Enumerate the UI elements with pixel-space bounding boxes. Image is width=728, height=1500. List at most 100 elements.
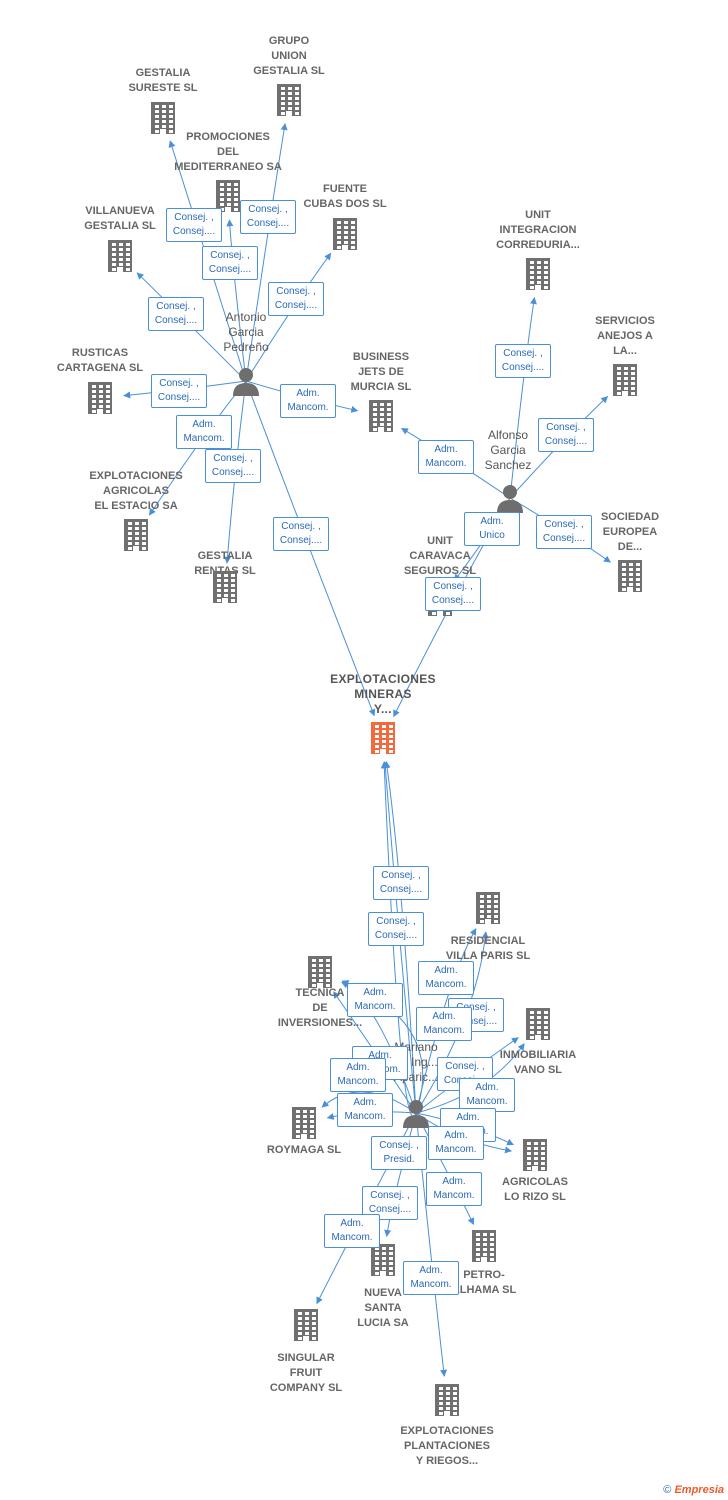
edge-line [245,122,288,382]
company-label[interactable]: UNIT CARAVACA SEGUROS SL [375,534,505,579]
role-badge[interactable]: Adm. Mancom. [426,1172,482,1206]
company-node[interactable] [318,1243,448,1277]
role-badge[interactable]: Consej. , Consej.... [240,200,296,234]
company-node[interactable] [316,399,446,433]
role-badge[interactable]: Consej. , Consej.... [268,282,324,316]
building-icon [618,560,642,592]
company-name: GRUPO UNION GESTALIA SL [253,35,325,77]
building-icon [88,382,112,414]
company-name: FUENTE CUBAS DOS SL [303,183,387,210]
role-badge[interactable]: Adm. Mancom. [403,1261,459,1295]
role-badge[interactable]: Consej. , Consej.... [202,246,258,280]
building-icon [526,1008,550,1040]
edge-line [321,1091,417,1114]
company-node[interactable] [470,1138,600,1172]
footer-brand[interactable]: © Empresia [663,1484,724,1496]
center-building-icon [371,722,395,754]
company-name: PROMOCIONES DEL MEDITERRANEO SA [174,131,282,173]
role-badge[interactable]: Adm. Unico [464,512,520,546]
company-label[interactable]: EXPLOTACIONES AGRICOLAS EL ESTACIO SA [71,469,201,514]
role-badge[interactable]: Adm. Mancom. [459,1078,515,1112]
company-label[interactable]: PROMOCIONES DEL MEDITERRANEO SA [163,130,293,175]
company-node[interactable] [280,217,410,251]
building-icon [369,400,393,432]
role-badge[interactable]: Adm. Mancom. [330,1058,386,1092]
role-badge[interactable]: Adm. Mancom. [324,1214,380,1248]
role-badge[interactable]: Consej. , Consej.... [425,577,481,611]
person-node[interactable] [445,483,575,513]
company-label[interactable]: INMOBILIARIA VANO SL [473,1048,603,1078]
person-node[interactable] [351,1098,481,1128]
company-node[interactable] [565,559,695,593]
company-label[interactable]: NUEVA SANTA LUCIA SA [318,1286,448,1331]
role-badge[interactable]: Consej. , Consej.... [151,374,207,408]
role-badge[interactable]: Consej. , Consej.... [495,344,551,378]
role-badge[interactable]: Adm. Mancom. [418,961,474,995]
role-badge[interactable]: Consej. , Consej.... [148,297,204,331]
role-badge[interactable]: Consej. , Consej.... [273,517,329,551]
company-label[interactable]: ROYMAGA SL [239,1143,369,1158]
role-badge[interactable]: Adm. Mancom. [416,1007,472,1041]
building-icon [308,956,332,988]
role-badge[interactable]: Adm. Mancom. [347,983,403,1017]
role-badge[interactable]: Adm. Mancom. [418,440,474,474]
company-label[interactable]: TECNICA DE INVERSIONES... [255,986,385,1031]
company-node[interactable] [55,239,185,273]
building-icon [213,571,237,603]
center-company-node[interactable] [318,721,448,755]
company-name: GESTALIA RENTAS SL [194,550,256,577]
company-label[interactable]: RESIDENCIAL VILLA PARIS SL [423,934,553,964]
role-badge[interactable]: Consej. , Consej.... [536,515,592,549]
role-badge[interactable]: Consej. , Consej.... [166,208,222,242]
company-label[interactable]: EXPLOTACIONES PLANTACIONES Y RIEGOS... [382,1424,512,1469]
company-name: ROYMAGA SL [266,1144,342,1156]
company-node[interactable] [560,363,690,397]
company-label[interactable]: GRUPO UNION GESTALIA SL [224,34,354,79]
edge-line [226,219,247,382]
company-label[interactable]: FUENTE CUBAS DOS SL [280,182,410,212]
role-badge[interactable]: Consej. , Consej.... [205,449,261,483]
company-node[interactable] [419,1229,549,1263]
person-node[interactable] [181,366,311,396]
company-label[interactable]: BUSINESS JETS DE MURCIA SL [316,350,446,395]
company-label[interactable]: AGRICOLAS LO RIZO SL [470,1175,600,1205]
company-node[interactable] [382,1383,512,1417]
company-label[interactable]: SOCIEDAD EUROPEA DE... [565,510,695,555]
company-node[interactable] [255,955,385,989]
company-node[interactable] [473,1007,603,1041]
building-icon [294,1309,318,1341]
company-label[interactable]: VILLANUEVA GESTALIA SL [55,204,185,234]
company-node[interactable] [241,1308,371,1342]
role-badge[interactable]: Adm. Mancom. [280,384,336,418]
company-name: UNIT INTEGRACION CORREDURIA... [496,209,580,251]
company-label[interactable]: UNIT INTEGRACION CORREDURIA... [473,208,603,253]
company-name: GESTALIA SURESTE SL [128,67,198,94]
center-company-label[interactable]: EXPLOTACIONES MINERAS Y... [318,672,448,717]
company-label[interactable]: RUSTICAS CARTAGENA SL [35,346,165,376]
role-badge[interactable]: Consej. , Consej.... [368,912,424,946]
company-node[interactable] [35,381,165,415]
company-label[interactable]: SERVICIOS ANEJOS A LA... [560,314,690,359]
company-label[interactable]: PETRO- ALHAMA SL [419,1268,549,1298]
company-node[interactable] [98,101,228,135]
company-node[interactable] [239,1106,369,1140]
company-node[interactable] [473,257,603,291]
person-name-label[interactable]: Alfonso Garcia Sanchez [443,428,573,473]
company-node[interactable] [224,83,354,117]
company-node[interactable] [160,570,290,604]
role-badge[interactable]: Consej. , Consej.... [538,418,594,452]
person-name-label[interactable]: Antonio Garcia Pedreño [181,310,311,355]
brand-name: Empresia [674,1484,724,1496]
company-label[interactable]: GESTALIA RENTAS SL [160,549,290,579]
company-node[interactable] [163,179,293,213]
role-badge[interactable]: Adm. Mancom. [428,1126,484,1160]
company-node[interactable] [71,518,201,552]
role-badge[interactable]: Consej. , Presid. [371,1136,427,1170]
role-badge[interactable]: Consej. , Consej.... [373,866,429,900]
role-badge[interactable]: Adm. Mancom. [337,1093,393,1127]
company-label[interactable]: GESTALIA SURESTE SL [98,66,228,96]
role-badge[interactable]: Adm. Mancom. [176,415,232,449]
company-node[interactable] [423,891,553,925]
company-name: EXPLOTACIONES AGRICOLAS EL ESTACIO SA [89,470,183,512]
company-label[interactable]: SINGULAR FRUIT COMPANY SL [241,1351,371,1396]
